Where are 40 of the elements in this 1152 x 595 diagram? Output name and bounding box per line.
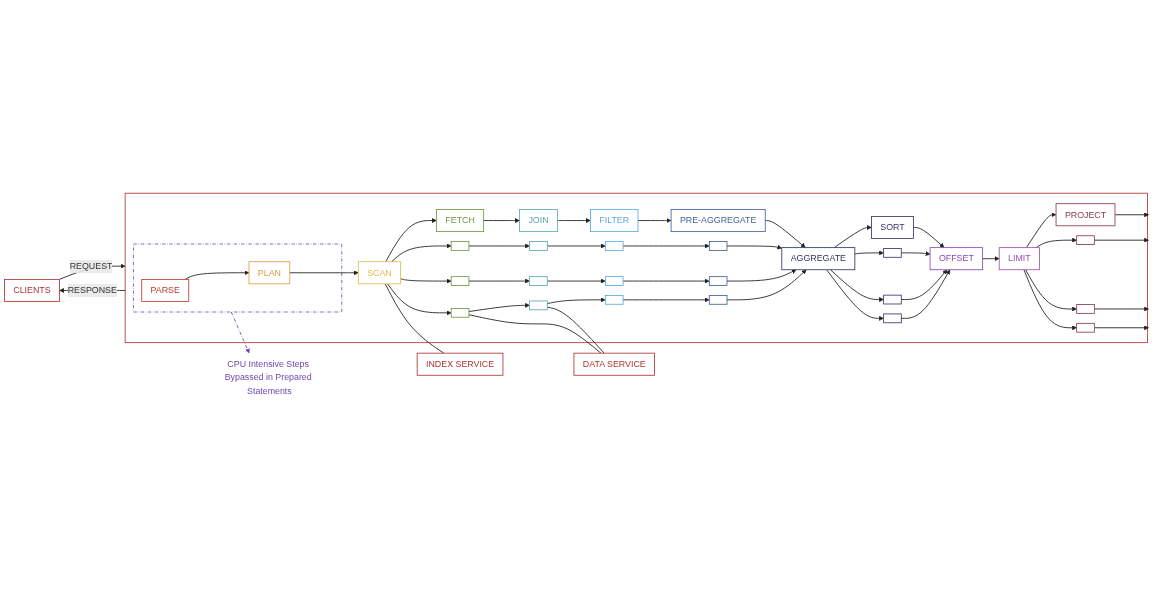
node-box [883,313,902,324]
connector [546,306,605,354]
node-box: CLIENTS [4,279,60,302]
node-box [450,241,470,251]
connector [384,283,445,354]
node-box: PLAN [248,261,291,285]
node-box [604,276,624,286]
node-box [529,276,548,286]
node-box: SCAN [357,261,401,285]
node-box: AGGREGATE [781,247,856,271]
cluster [133,243,343,313]
node-box: INDEX SERVICE [416,352,504,376]
node-box: OFFSET [929,247,984,271]
node-box [708,295,728,305]
node-text: CPU Intensive Steps Bypassed in Prepared Statements [224,359,312,396]
node-box [1076,322,1095,333]
node-box: FETCH [436,209,485,233]
node-box [604,295,624,305]
node-box: JOIN [519,209,558,233]
node-box: PROJECT [1055,203,1116,227]
node-box [1076,235,1095,245]
node-box: LIMIT [998,247,1040,271]
node-box: DATA SERVICE [573,352,655,376]
node-box [529,241,548,251]
node-box [883,248,902,258]
node-box [604,241,624,251]
node-box [708,241,728,251]
node-box: SORT [871,216,914,239]
connector [468,314,602,354]
node-box [450,276,470,286]
node-box: FILTER [590,209,639,233]
node-box [1076,304,1095,314]
edge-label: REQUEST [69,261,113,272]
edge-label: RESPONSE [67,285,117,295]
node-box: PARSE [141,279,190,302]
node-box [450,308,470,318]
node-box [529,300,548,311]
node-box: PRE-AGGREGATE [670,209,766,233]
node-box [883,294,902,305]
node-box [708,276,728,286]
